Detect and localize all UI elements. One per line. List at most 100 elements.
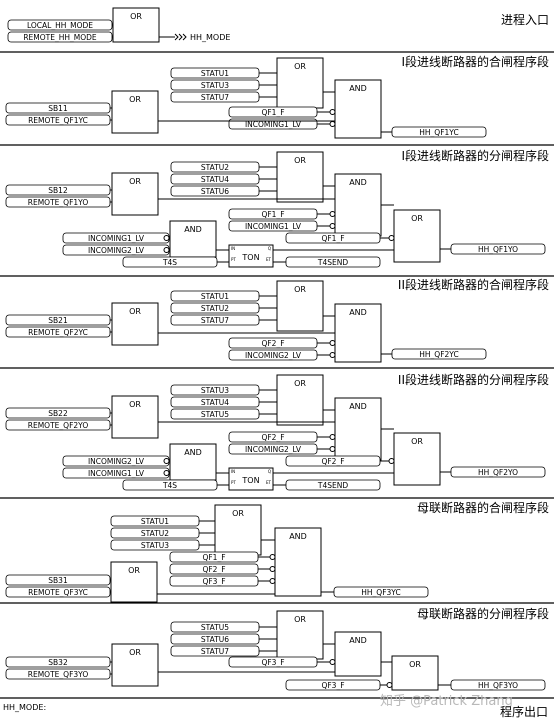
and-gate-label: AND [349,308,367,317]
input-qf3_f-text: QF3_F [261,658,284,667]
and-gate [334,79,382,139]
input-sb21-text: SB21 [48,316,68,325]
ton-pin-label: PT [231,257,236,262]
output-hh_qf2yo-text: HH_QF2YO [478,468,518,477]
input-remote_qf3yo-text: REMOTE_QF3YO [28,670,89,679]
negation-bubble [329,434,336,440]
output-hh_qf2yo [450,466,546,478]
output-arrow-icon [174,33,187,41]
or-gate-status-label: OR [294,615,306,624]
input-statu5-text: STATU5 [201,623,229,632]
output-hh_qf1yc [391,126,487,138]
negation-bubble [388,235,395,241]
or-gate-final [391,655,439,691]
input-local-hh-mode-text: LOCAL_HH_MODE [27,21,93,30]
or-gate-status-label: OR [294,62,306,71]
input-incoming1_lv-text: INCOMING1_LV [245,222,302,231]
ton-pin-label: ET [266,480,272,485]
input-statu7-text: STATU7 [201,647,229,656]
ton-pin-label: Q [268,246,271,251]
ton-pin-label: PT [231,480,236,485]
input-statu1-text: STATU1 [201,69,229,78]
and-gate-main-label: AND [349,402,367,411]
or-gate-status-label: OR [294,379,306,388]
negation-bubble [163,458,170,464]
input-remote_qf2yo-text: REMOTE_QF2YO [28,421,89,430]
and-gate-main [334,173,382,237]
input-remote_qf3yc-text: REMOTE_QF3YC [28,588,88,597]
input-qf1_f-text: QF1_F [261,210,284,219]
or-gate-entry-label: OR [130,12,142,21]
input-qf3_f-text: QF3_F [202,577,225,586]
or-gate-final-label: OR [411,214,423,223]
output-hh_qf3yc-text: HH_QF3YC [361,588,400,597]
input-statu1-text: STATU1 [201,292,229,301]
and-gate-main-label: AND [349,178,367,187]
input-t4s-text: T4S [162,481,177,490]
and-gate-label: AND [289,532,307,541]
section-title: 进程入口 [501,12,549,27]
ton-pin-label: IN [231,469,235,474]
input-qf1_f-text: QF1_F [202,553,225,562]
or-gate-local-remote-label: OR [129,307,141,316]
negation-bubble [329,121,336,127]
input-qf3_f-text: QF3_F [321,681,344,690]
input-statu2-text: STATU2 [201,304,229,313]
input-sb11-text: SB11 [48,104,68,113]
input-statu3-text: STATU3 [141,541,169,550]
input-statu3-text: STATU3 [201,386,229,395]
input-statu4-text: STATU4 [201,175,229,184]
or-gate-local-remote-label: OR [129,648,141,657]
section-title: II段进线断路器的分闸程序段 [398,372,549,387]
input-statu1-text: STATU1 [141,517,169,526]
or-gate-status-label: OR [232,509,244,518]
and-gate-lv-label: AND [184,448,202,457]
or-gate-local-remote [111,643,159,687]
and-gate-label: AND [349,84,367,93]
input-sb31-text: SB31 [48,576,68,585]
negation-bubble [386,682,393,688]
input-sb12-text: SB12 [48,186,68,195]
input-qf1_f-text: QF1_F [261,108,284,117]
or-gate-entry [112,7,160,43]
output-hh_qf2yc-text: HH_QF2YC [419,350,458,359]
output-hh_qf3yo-text: HH_QF3YO [478,681,518,690]
input-t4s-text: T4S [162,258,177,267]
or-gate-status [214,504,262,556]
section-title: 母联断路器的合闸程序段 [417,500,549,515]
or-gate-local-remote-label: OR [129,177,141,186]
input-incoming1_lv-text: INCOMING1_LV [245,120,302,129]
output-hh_qf1yo-text: HH_QF1YO [478,245,518,254]
negation-bubble [329,109,336,115]
and-gate [334,303,382,363]
ton-timer-label: TON [241,476,259,485]
negation-bubble [163,235,170,241]
negation-bubble [329,211,336,217]
and-gate-lv [169,220,217,258]
section-title: 母联断路器的分闸程序段 [417,606,549,621]
input-sb22-text: SB22 [48,409,68,418]
input-qf2_f-text: QF2_F [261,339,284,348]
input-sb32-text: SB32 [48,658,68,667]
negation-bubble [269,554,276,560]
or-gate-status [276,151,324,203]
or-gate-local-remote [111,395,159,439]
or-gate-final-label: OR [409,660,421,669]
negation-bubble [269,578,276,584]
or-gate-local-remote [111,90,159,134]
or-gate-local-remote-label: OR [129,95,141,104]
or-gate-final [393,209,441,263]
input-statu2-text: STATU2 [141,529,169,538]
input-incoming2_lv-text: INCOMING2_LV [245,445,302,454]
ton-timer-block [228,467,274,491]
input-qf2_f-text: QF2_F [202,565,225,574]
footer-label: HH_MODE: [3,703,47,712]
input-statu4-text: STATU4 [201,398,229,407]
input-remote_qf2yc-text: REMOTE_QF2YC [28,328,88,337]
and-gate-lv [169,443,217,481]
section-title: II段进线断路器的合闸程序段 [398,277,549,292]
input-incoming2_lv-text: INCOMING2_LV [88,457,145,466]
negation-bubble [329,340,336,346]
input-incoming2_lv-text: INCOMING2_LV [88,246,145,255]
